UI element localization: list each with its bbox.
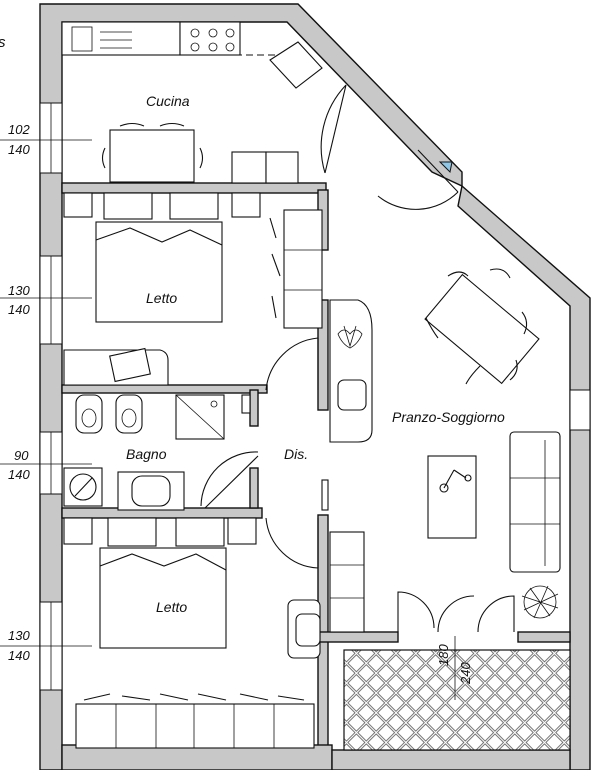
plant-icon-2 <box>521 585 559 619</box>
entrance-arrow-icon <box>438 161 453 174</box>
room-label-living: Pranzo-Soggiorno <box>392 409 505 425</box>
balcony-door-dim-a: 180 <box>436 644 451 666</box>
balcony-door-dim-b: 240 <box>458 662 473 684</box>
bathroom-fixtures <box>63 394 251 511</box>
room-label-bathroom: Bagno <box>126 446 167 462</box>
entrance-door <box>377 149 459 210</box>
room-label-hall: Dis. <box>284 446 309 462</box>
hall-doors <box>265 337 329 569</box>
window-bedroom-top-top: 130 <box>8 283 30 298</box>
kitchen-door <box>320 84 347 174</box>
window-bathroom-top: 90 <box>14 448 29 463</box>
plant-icon <box>337 325 363 349</box>
room-label-bedroom-top: Letto <box>146 290 178 306</box>
window-bedroom-bottom-top: 130 <box>8 628 30 643</box>
bathroom-door <box>200 451 259 509</box>
kitchen-furniture <box>61 21 323 184</box>
window-kitchen-bottom: 140 <box>8 142 30 157</box>
window-bedroom-top-bottom: 140 <box>8 302 30 317</box>
lamp-icon <box>439 469 472 493</box>
window-bathroom-bottom: 140 <box>8 467 30 482</box>
bedroom-bottom-furniture <box>63 517 321 749</box>
room-label-kitchen: Cucina <box>146 93 190 109</box>
window-bedroom-bottom-bottom: 140 <box>8 648 30 663</box>
balcony <box>343 636 571 751</box>
living-furniture <box>329 268 561 633</box>
outer-walls <box>39 3 591 770</box>
bedroom-top-furniture <box>63 192 323 386</box>
window-kitchen-top: 102 <box>8 122 30 137</box>
corner-mark: s <box>0 34 6 51</box>
room-label-bedroom-bottom: Letto <box>156 599 188 615</box>
dimension-leaders <box>0 139 92 647</box>
